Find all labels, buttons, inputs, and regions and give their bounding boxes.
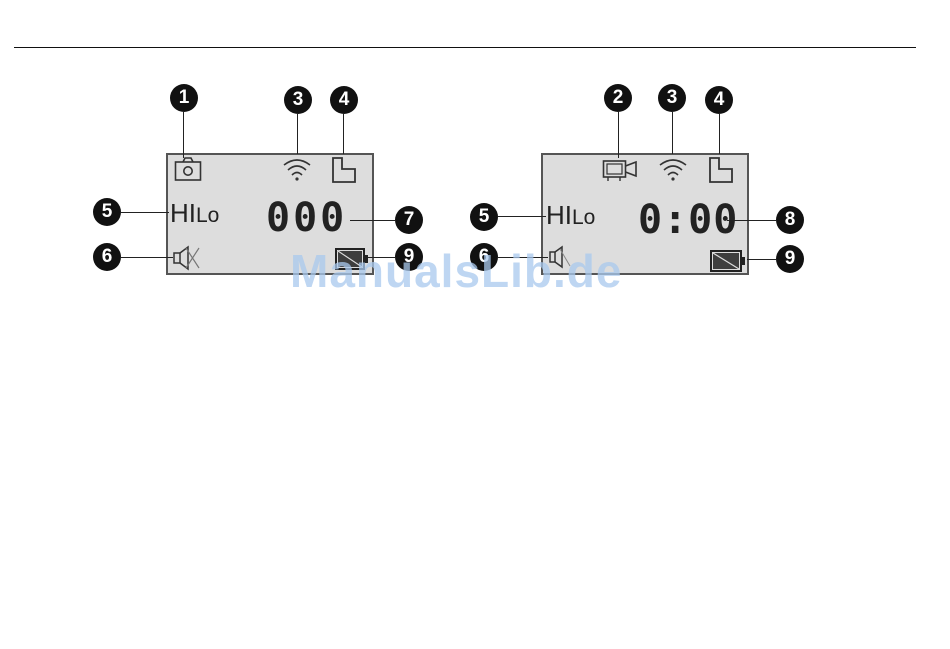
watermark-text: ManualsLib.de (290, 244, 622, 298)
leader-line (121, 257, 173, 258)
photo-counter-display: 000 (266, 196, 347, 240)
video-timer-display: 0:00 (638, 198, 738, 242)
camera-icon (174, 156, 202, 182)
hilo-hi-text: HI (546, 200, 572, 230)
hilo-lo-text: Lo (196, 204, 219, 227)
callout-badge: 5 (470, 203, 498, 231)
leader-line (719, 114, 720, 154)
callout-badge: 7 (395, 206, 423, 234)
memory-card-icon (708, 156, 734, 184)
callout-badge: 4 (330, 86, 358, 114)
hilo-lo-text: Lo (572, 206, 595, 229)
callout-badge: 3 (284, 86, 312, 114)
memory-card-icon (331, 156, 357, 184)
speaker-muted-icon (172, 244, 202, 272)
callout-badge: 8 (776, 206, 804, 234)
callout-badge: 9 (776, 245, 804, 273)
hilo-indicator: HILo (170, 198, 219, 231)
wifi-icon (658, 156, 688, 182)
leader-line (672, 112, 673, 154)
leader-line (350, 220, 395, 221)
wifi-icon (282, 156, 312, 182)
hilo-indicator: HILo (546, 200, 595, 233)
top-divider-line (14, 47, 916, 48)
leader-line (618, 112, 619, 158)
callout-badge: 1 (170, 84, 198, 112)
callout-badge: 5 (93, 198, 121, 226)
callout-badge: 6 (93, 243, 121, 271)
callout-badge: 3 (658, 84, 686, 112)
battery-empty-icon (710, 250, 746, 272)
leader-line (747, 259, 776, 260)
callout-badge: 4 (705, 86, 733, 114)
leader-line (183, 112, 184, 158)
leader-line (121, 212, 169, 213)
callout-badge: 2 (604, 84, 632, 112)
leader-line (343, 114, 344, 154)
leader-line (297, 114, 298, 154)
video-camera-icon (602, 158, 638, 182)
hilo-hi-text: HI (170, 198, 196, 228)
leader-line (498, 216, 546, 217)
